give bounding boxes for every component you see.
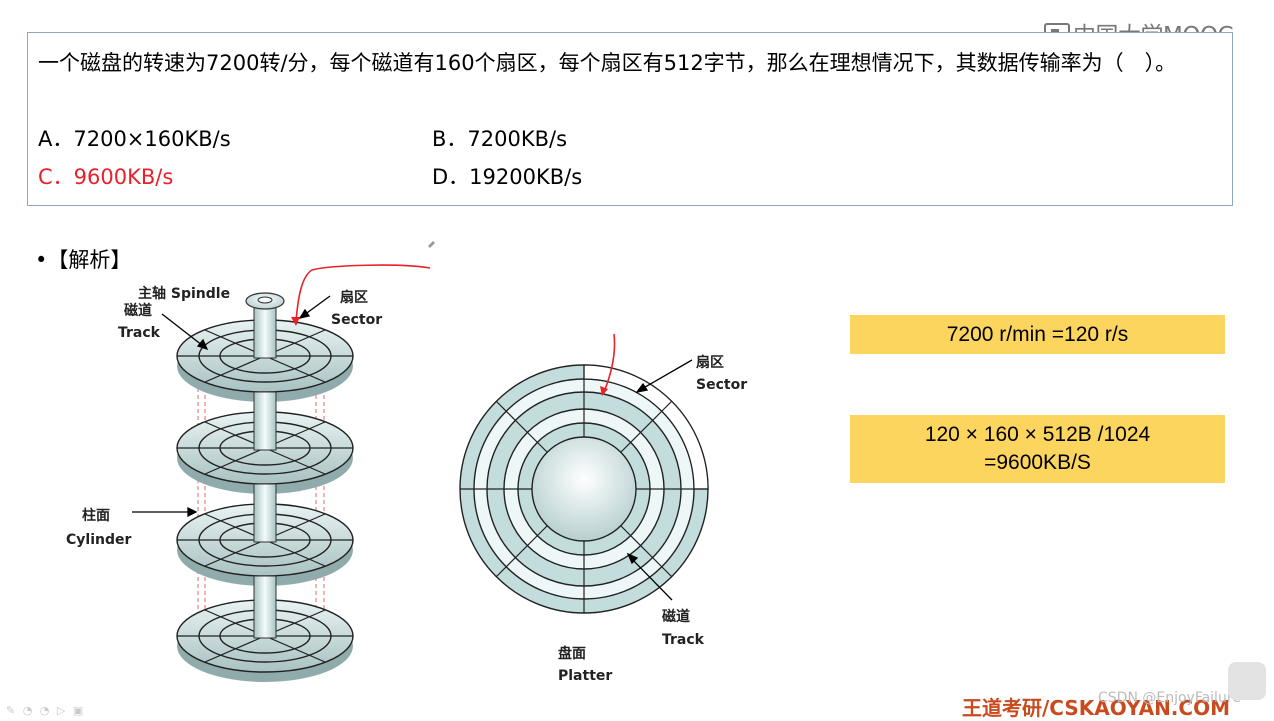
sector-label-en: Sector bbox=[331, 312, 383, 328]
pen-tool-icon bbox=[428, 241, 435, 248]
platter-face bbox=[459, 364, 709, 614]
sector-label-cn: 扇区 bbox=[340, 290, 368, 306]
csdn-watermark: CSDN @EnjoyFailure bbox=[1098, 690, 1241, 706]
platter-sector-label-cn: 扇区 bbox=[696, 355, 724, 371]
option-d: D．19200KB/s bbox=[432, 165, 583, 189]
cylinder-guides bbox=[197, 360, 325, 630]
platter-track-label-en: Track bbox=[662, 632, 704, 648]
platter-sector-label-en: Sector bbox=[696, 377, 748, 393]
left-arrows bbox=[132, 295, 331, 518]
right-arrows bbox=[626, 359, 693, 601]
pen-toolbar[interactable]: ✎ ◔ ◔ ▷ ▣ bbox=[6, 704, 86, 717]
calc-line-1: 7200 r/min =120 r/s bbox=[946, 323, 1129, 346]
footer-brand: 王道考研/CSKAOYAN.COM bbox=[962, 696, 1230, 720]
play-icon[interactable] bbox=[1228, 662, 1266, 700]
cylinder-label-cn: 柱面 bbox=[82, 508, 110, 524]
cylinder-label-en: Cylinder bbox=[66, 532, 132, 548]
analysis-title: •【解析】 bbox=[35, 248, 132, 272]
question-text: 一个磁盘的转速为7200转/分，每个磁道有160个扇区，每个扇区有512字节，那… bbox=[38, 51, 1177, 75]
platter-stack bbox=[176, 292, 354, 682]
platter-track-label-cn: 磁道 bbox=[662, 609, 690, 625]
question-box: 一个磁盘的转速为7200转/分，每个磁道有160个扇区，每个扇区有512字节，那… bbox=[27, 32, 1233, 206]
calc-line-2: 120 × 160 × 512B /1024 bbox=[924, 423, 1151, 446]
calc-box-1: 7200 r/min =120 r/s bbox=[850, 315, 1225, 354]
red-annotation-right bbox=[603, 333, 616, 393]
track-label-en: Track bbox=[118, 325, 160, 341]
platter-label-en: Platter bbox=[558, 668, 613, 684]
spindle-label: 主轴 Spindle bbox=[138, 286, 231, 302]
red-annotation-left bbox=[295, 264, 431, 323]
calc-box-2: 120 × 160 × 512B /1024 =9600KB/S bbox=[850, 415, 1225, 483]
calc-line-3: =9600KB/S bbox=[984, 451, 1091, 474]
option-a: A．7200×160KB/s bbox=[38, 127, 231, 151]
track-label-cn: 磁道 bbox=[124, 303, 152, 319]
option-c: C．9600KB/s bbox=[38, 165, 174, 189]
option-b: B．7200KB/s bbox=[432, 127, 568, 151]
platter-label-cn: 盘面 bbox=[558, 646, 586, 662]
